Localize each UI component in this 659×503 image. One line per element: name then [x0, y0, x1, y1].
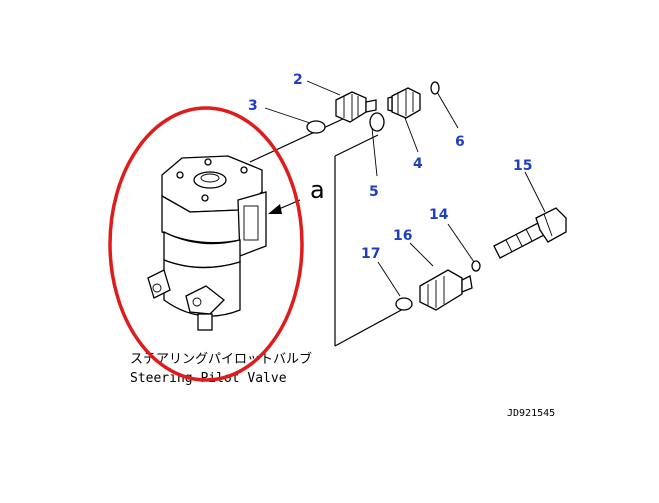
- part-16-fitting: [419, 269, 473, 311]
- part-14-o-ring: [471, 260, 481, 272]
- callout-3: 3: [248, 98, 258, 114]
- part-5-o-ring: [369, 112, 385, 132]
- part-6-o-ring: [430, 81, 440, 95]
- callout-15: 15: [513, 158, 532, 174]
- part-15-sensor: [493, 207, 567, 259]
- highlight-ellipse: [108, 106, 304, 382]
- reference-letter-a: a: [310, 176, 325, 204]
- caption-japanese: ステアリングパイロットバルブ: [130, 351, 312, 367]
- part-4-fitting: [387, 87, 421, 119]
- part-3-o-ring: [306, 120, 326, 134]
- callout-17: 17: [361, 246, 380, 262]
- drawing-code: JD921545: [507, 408, 555, 419]
- part-2-fitting: [335, 91, 377, 123]
- leader-lines: [249, 80, 546, 347]
- callout-4: 4: [413, 156, 423, 172]
- reference-arrow: [268, 199, 301, 214]
- callout-6: 6: [455, 134, 465, 150]
- callout-16: 16: [393, 228, 412, 244]
- callout-5: 5: [369, 184, 379, 200]
- callout-2: 2: [293, 72, 303, 88]
- part-17-o-ring: [395, 297, 413, 311]
- steering-pilot-valve-drawing: [147, 155, 267, 331]
- callout-14: 14: [429, 207, 449, 223]
